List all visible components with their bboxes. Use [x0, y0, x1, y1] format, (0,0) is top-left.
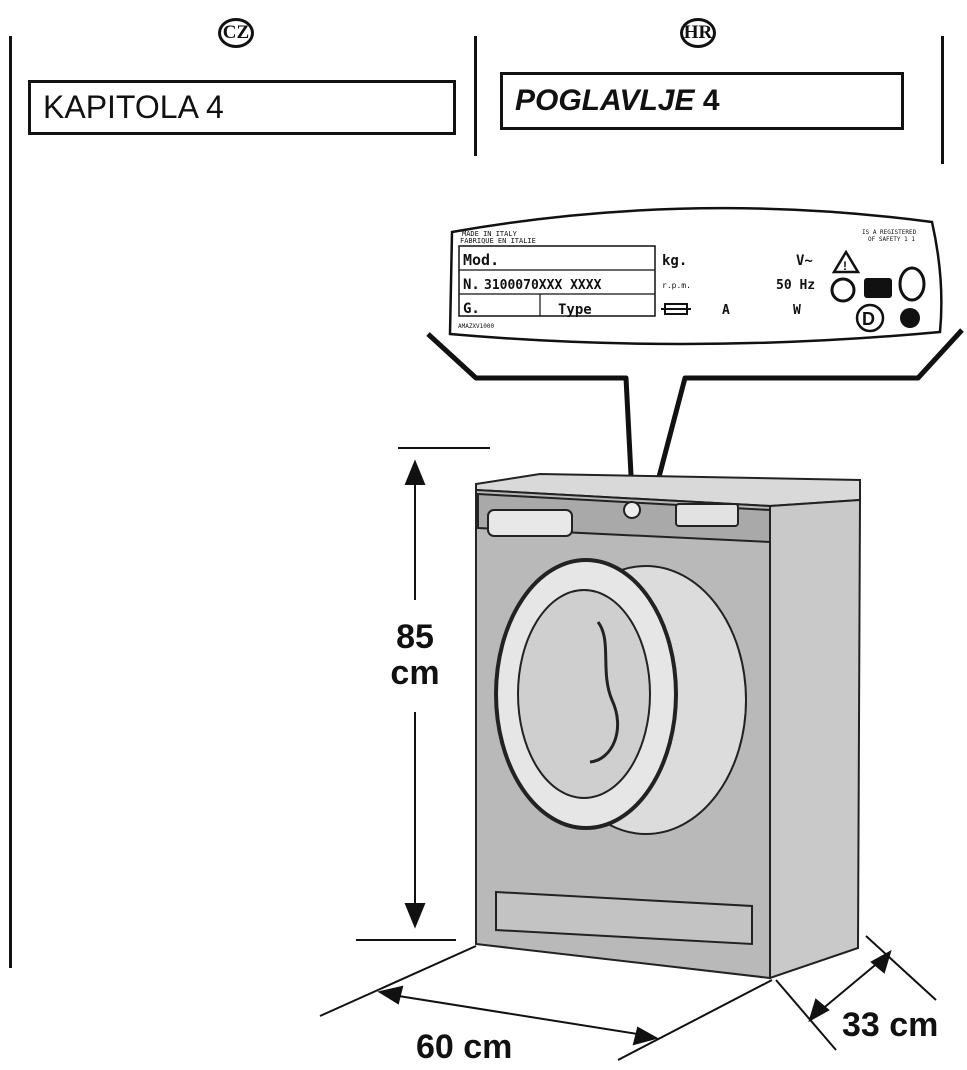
plate-watt: W	[793, 303, 801, 318]
language-code-hr: HR	[683, 22, 713, 43]
chapter-word-hr: POGLAVLJE	[515, 84, 695, 117]
plate-registered-2: OF SAFETY 1 1	[868, 236, 915, 243]
fuse-icon	[661, 303, 691, 315]
plate-serial-prefix: N.	[463, 277, 480, 293]
plate-made-in-2: FABRIQUE EN ITALIE	[460, 237, 536, 245]
plate-hz: 50 Hz	[776, 278, 815, 293]
left-column-rule	[9, 36, 12, 968]
plate-registered-1: IS A REGISTERED	[862, 229, 917, 236]
plate-rpm: r.p.m.	[662, 281, 691, 290]
chapter-heading-cz: KAPITOLA 4	[28, 80, 456, 135]
chapter-title-cz: KAPITOLA 4	[43, 89, 224, 125]
height-dimension-label: 85 cm	[380, 618, 450, 692]
plate-g: G.	[463, 301, 480, 317]
language-badge-hr: HR	[680, 18, 716, 48]
language-badge-cz: CZ	[218, 18, 254, 48]
language-code-cz: CZ	[222, 22, 250, 43]
plate-mod: Mod.	[463, 251, 499, 269]
ce-mark-icon	[864, 278, 892, 298]
washing-machine	[475, 472, 862, 980]
machine-side	[769, 498, 862, 980]
plate-code: AMAZXV1000	[458, 323, 495, 330]
detergent-drawer	[487, 509, 573, 537]
plate-model-box	[458, 245, 656, 317]
plate-kg: kg.	[662, 253, 687, 269]
program-knob	[623, 501, 641, 519]
display-panel	[675, 503, 739, 527]
recycle-mark-icon	[900, 308, 920, 328]
chapter-number-hr: 4	[702, 84, 720, 117]
door-glass	[517, 589, 651, 799]
right-column-rule	[941, 36, 944, 164]
warning-triangle-icon	[831, 249, 861, 274]
width-arrow	[385, 993, 651, 1037]
d-mark-icon	[855, 303, 885, 333]
rating-plate	[448, 206, 943, 346]
d-mark-label: D	[862, 309, 875, 329]
plate-volt: V~	[796, 253, 813, 269]
vde-mark-icon	[898, 266, 926, 302]
width-dimension-label: 60 cm	[416, 1028, 513, 1066]
svg-text:!: !	[843, 259, 847, 273]
door-handle	[589, 621, 620, 764]
plate-made-in-1: MADE IN ITALY	[462, 230, 518, 238]
dimension-lines	[319, 447, 937, 1061]
chapter-heading-hr: POGLAVLJE 4	[500, 72, 904, 130]
height-value: 85	[396, 618, 434, 656]
depth-dimension-label: 33 cm	[842, 1006, 939, 1044]
plate-amp: A	[722, 303, 730, 318]
plate-type: Type	[558, 302, 592, 318]
height-unit: cm	[390, 653, 440, 692]
imq-mark-icon	[830, 277, 856, 303]
center-column-rule	[474, 36, 477, 156]
plate-serial: 3100070XXX XXXX	[484, 278, 602, 293]
kickplate	[495, 890, 753, 946]
depth-arrow	[813, 955, 887, 1017]
